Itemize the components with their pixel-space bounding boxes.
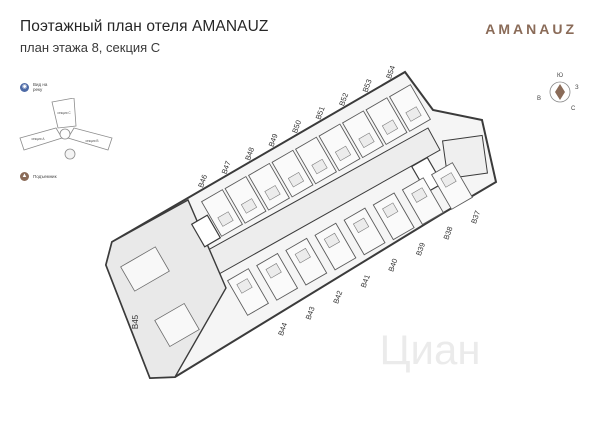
apartment-label[interactable]: В47 — [220, 160, 233, 176]
apartment-unit[interactable] — [341, 110, 385, 159]
legend-label: Подъемник — [33, 174, 57, 179]
apartment-label[interactable]: В52 — [337, 92, 350, 108]
bathroom — [352, 217, 370, 234]
compass-south: С — [571, 106, 576, 112]
apartment-unit[interactable] — [372, 192, 415, 241]
watermark: Циан — [379, 326, 480, 373]
key-plan: секция С секция А секция В — [19, 98, 113, 160]
key-plan-wing-label: секция А — [31, 137, 45, 141]
apartment-unit[interactable] — [430, 162, 474, 210]
apartment-label[interactable]: В43 — [304, 305, 317, 321]
end-section — [105, 199, 227, 379]
bathroom — [334, 145, 352, 162]
apartment-label[interactable]: В51 — [314, 105, 327, 121]
compass-ring — [549, 81, 571, 103]
bathroom — [440, 172, 457, 188]
apartment-label[interactable]: В40 — [386, 257, 399, 273]
apartment-label[interactable]: В54 — [384, 64, 397, 80]
apartment-label-end[interactable]: В45 — [131, 314, 140, 329]
apartment-unit[interactable] — [343, 207, 386, 256]
compass: Ю З С В — [537, 73, 579, 112]
page-title: Поэтажный план отеля AMANAUZ — [20, 18, 269, 35]
bathroom — [323, 232, 341, 249]
apartment-unit[interactable] — [314, 222, 357, 271]
apartment-unit[interactable] — [247, 162, 291, 211]
apartment-label[interactable]: В48 — [243, 146, 256, 162]
apartment-label[interactable]: В42 — [331, 289, 344, 305]
key-plan-wing-label: секция В — [85, 139, 98, 143]
bathroom — [287, 171, 305, 188]
apartment-unit[interactable] — [294, 136, 338, 185]
legend-label: Вид на реку — [33, 82, 48, 92]
key-plan-hub — [59, 128, 71, 140]
bathroom — [311, 158, 328, 175]
legend-lift: ▲ Подъемник — [20, 172, 57, 181]
key-plan-wing-label: секция С — [57, 111, 71, 115]
end-section-room — [120, 246, 170, 292]
compass-north: Ю — [557, 73, 563, 79]
compass-pointer-icon — [555, 84, 565, 100]
apartment-label[interactable]: В46 — [196, 173, 209, 189]
compass-east: З — [575, 85, 579, 91]
apartment-unit[interactable] — [365, 97, 408, 146]
bathroom — [240, 198, 258, 214]
brand-logo[interactable]: AMANAUZ — [485, 21, 577, 37]
eye-icon: ◉ — [20, 82, 29, 92]
apartment-label[interactable]: В49 — [267, 132, 280, 148]
apartment-unit[interactable] — [224, 175, 267, 224]
apartment-unit[interactable] — [318, 123, 361, 172]
apartment-unit[interactable] — [388, 84, 432, 132]
apartment-label[interactable]: В38 — [442, 225, 455, 241]
apartment-unit[interactable] — [200, 189, 244, 237]
bathroom — [236, 278, 253, 294]
key-plan-marker — [64, 148, 76, 160]
apartment-unit[interactable] — [401, 177, 444, 226]
bathroom — [381, 119, 399, 135]
apartment-unit[interactable] — [256, 252, 299, 301]
apartment-label[interactable]: В50 — [290, 119, 303, 135]
apartment-label[interactable]: В44 — [276, 321, 289, 337]
bathroom — [358, 132, 375, 149]
apartment-unit[interactable] — [285, 237, 328, 286]
lift-icon: ▲ — [20, 172, 29, 181]
apartment-label[interactable]: В37 — [469, 209, 482, 225]
stair-core — [410, 156, 444, 194]
bathroom — [294, 247, 311, 264]
legend-river-view: ◉ Вид на реку — [20, 82, 53, 92]
end-section-room — [154, 302, 200, 348]
bathroom — [411, 187, 428, 203]
apartment-label[interactable]: В41 — [359, 273, 372, 289]
compass-west: В — [537, 96, 541, 102]
bathroom — [405, 106, 422, 122]
apartment-unit[interactable] — [226, 268, 270, 316]
key-plan-wing-north[interactable] — [51, 98, 77, 129]
bathroom — [265, 263, 282, 279]
apartment-label[interactable]: В39 — [414, 241, 427, 257]
apartment-label[interactable]: В53 — [361, 78, 374, 94]
bathroom — [382, 202, 399, 218]
bathroom — [264, 185, 281, 201]
bathroom — [217, 211, 234, 227]
apartment-unit[interactable] — [271, 149, 314, 198]
page-subtitle: план этажа 8, секция С — [20, 40, 161, 55]
stair-core — [190, 214, 222, 248]
